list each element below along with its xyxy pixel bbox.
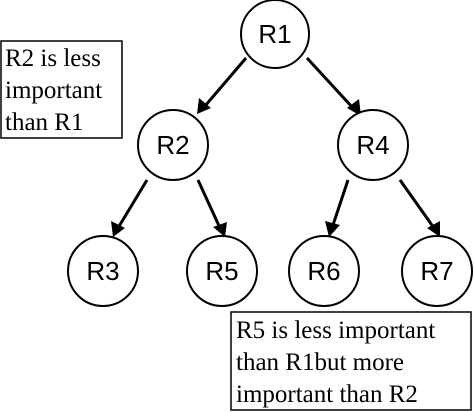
node-r5: R5	[186, 235, 258, 307]
note-bottom: R5 is less important than R1but more imp…	[230, 311, 472, 411]
note-bottom-line-2: than R1but more	[236, 349, 404, 376]
note-bottom-line-1: R5 is less important	[236, 317, 435, 344]
node-r3: R3	[67, 235, 139, 307]
edge-r4-r7	[398, 179, 436, 229]
node-label-r4: R4	[356, 130, 389, 160]
node-label-r2: R2	[156, 130, 189, 160]
node-label-r6: R6	[307, 256, 340, 286]
edge-r4-r6	[330, 179, 350, 229]
edge-r1-r2	[203, 57, 248, 107]
note-left-line-2: important	[5, 77, 102, 104]
node-r1: R1	[240, 0, 310, 69]
note-left: R2 is less important than R1	[0, 40, 123, 139]
node-label-r1: R1	[258, 19, 291, 49]
edge-r2-r3	[116, 179, 149, 229]
arrowhead-r6	[325, 221, 340, 237]
node-r2: R2	[137, 109, 209, 181]
arrowhead-r3	[111, 221, 125, 237]
node-r4: R4	[337, 109, 409, 181]
note-bottom-line-3: important than R2	[236, 381, 418, 408]
note-left-line-1: R2 is less	[5, 45, 101, 72]
edge-r2-r5	[196, 179, 222, 229]
edge-r1-r4	[305, 56, 355, 110]
node-r6: R6	[288, 235, 360, 307]
arrowhead-r7	[427, 221, 440, 237]
node-label-r5: R5	[205, 256, 238, 286]
arrowhead-r2	[197, 98, 211, 114]
arrowhead-r5	[213, 222, 227, 237]
node-label-r3: R3	[86, 256, 119, 286]
node-label-r7: R7	[420, 256, 453, 286]
arrowhead-r4	[347, 99, 361, 116]
note-left-line-3: than R1	[5, 109, 83, 136]
node-r7: R7	[401, 235, 473, 307]
